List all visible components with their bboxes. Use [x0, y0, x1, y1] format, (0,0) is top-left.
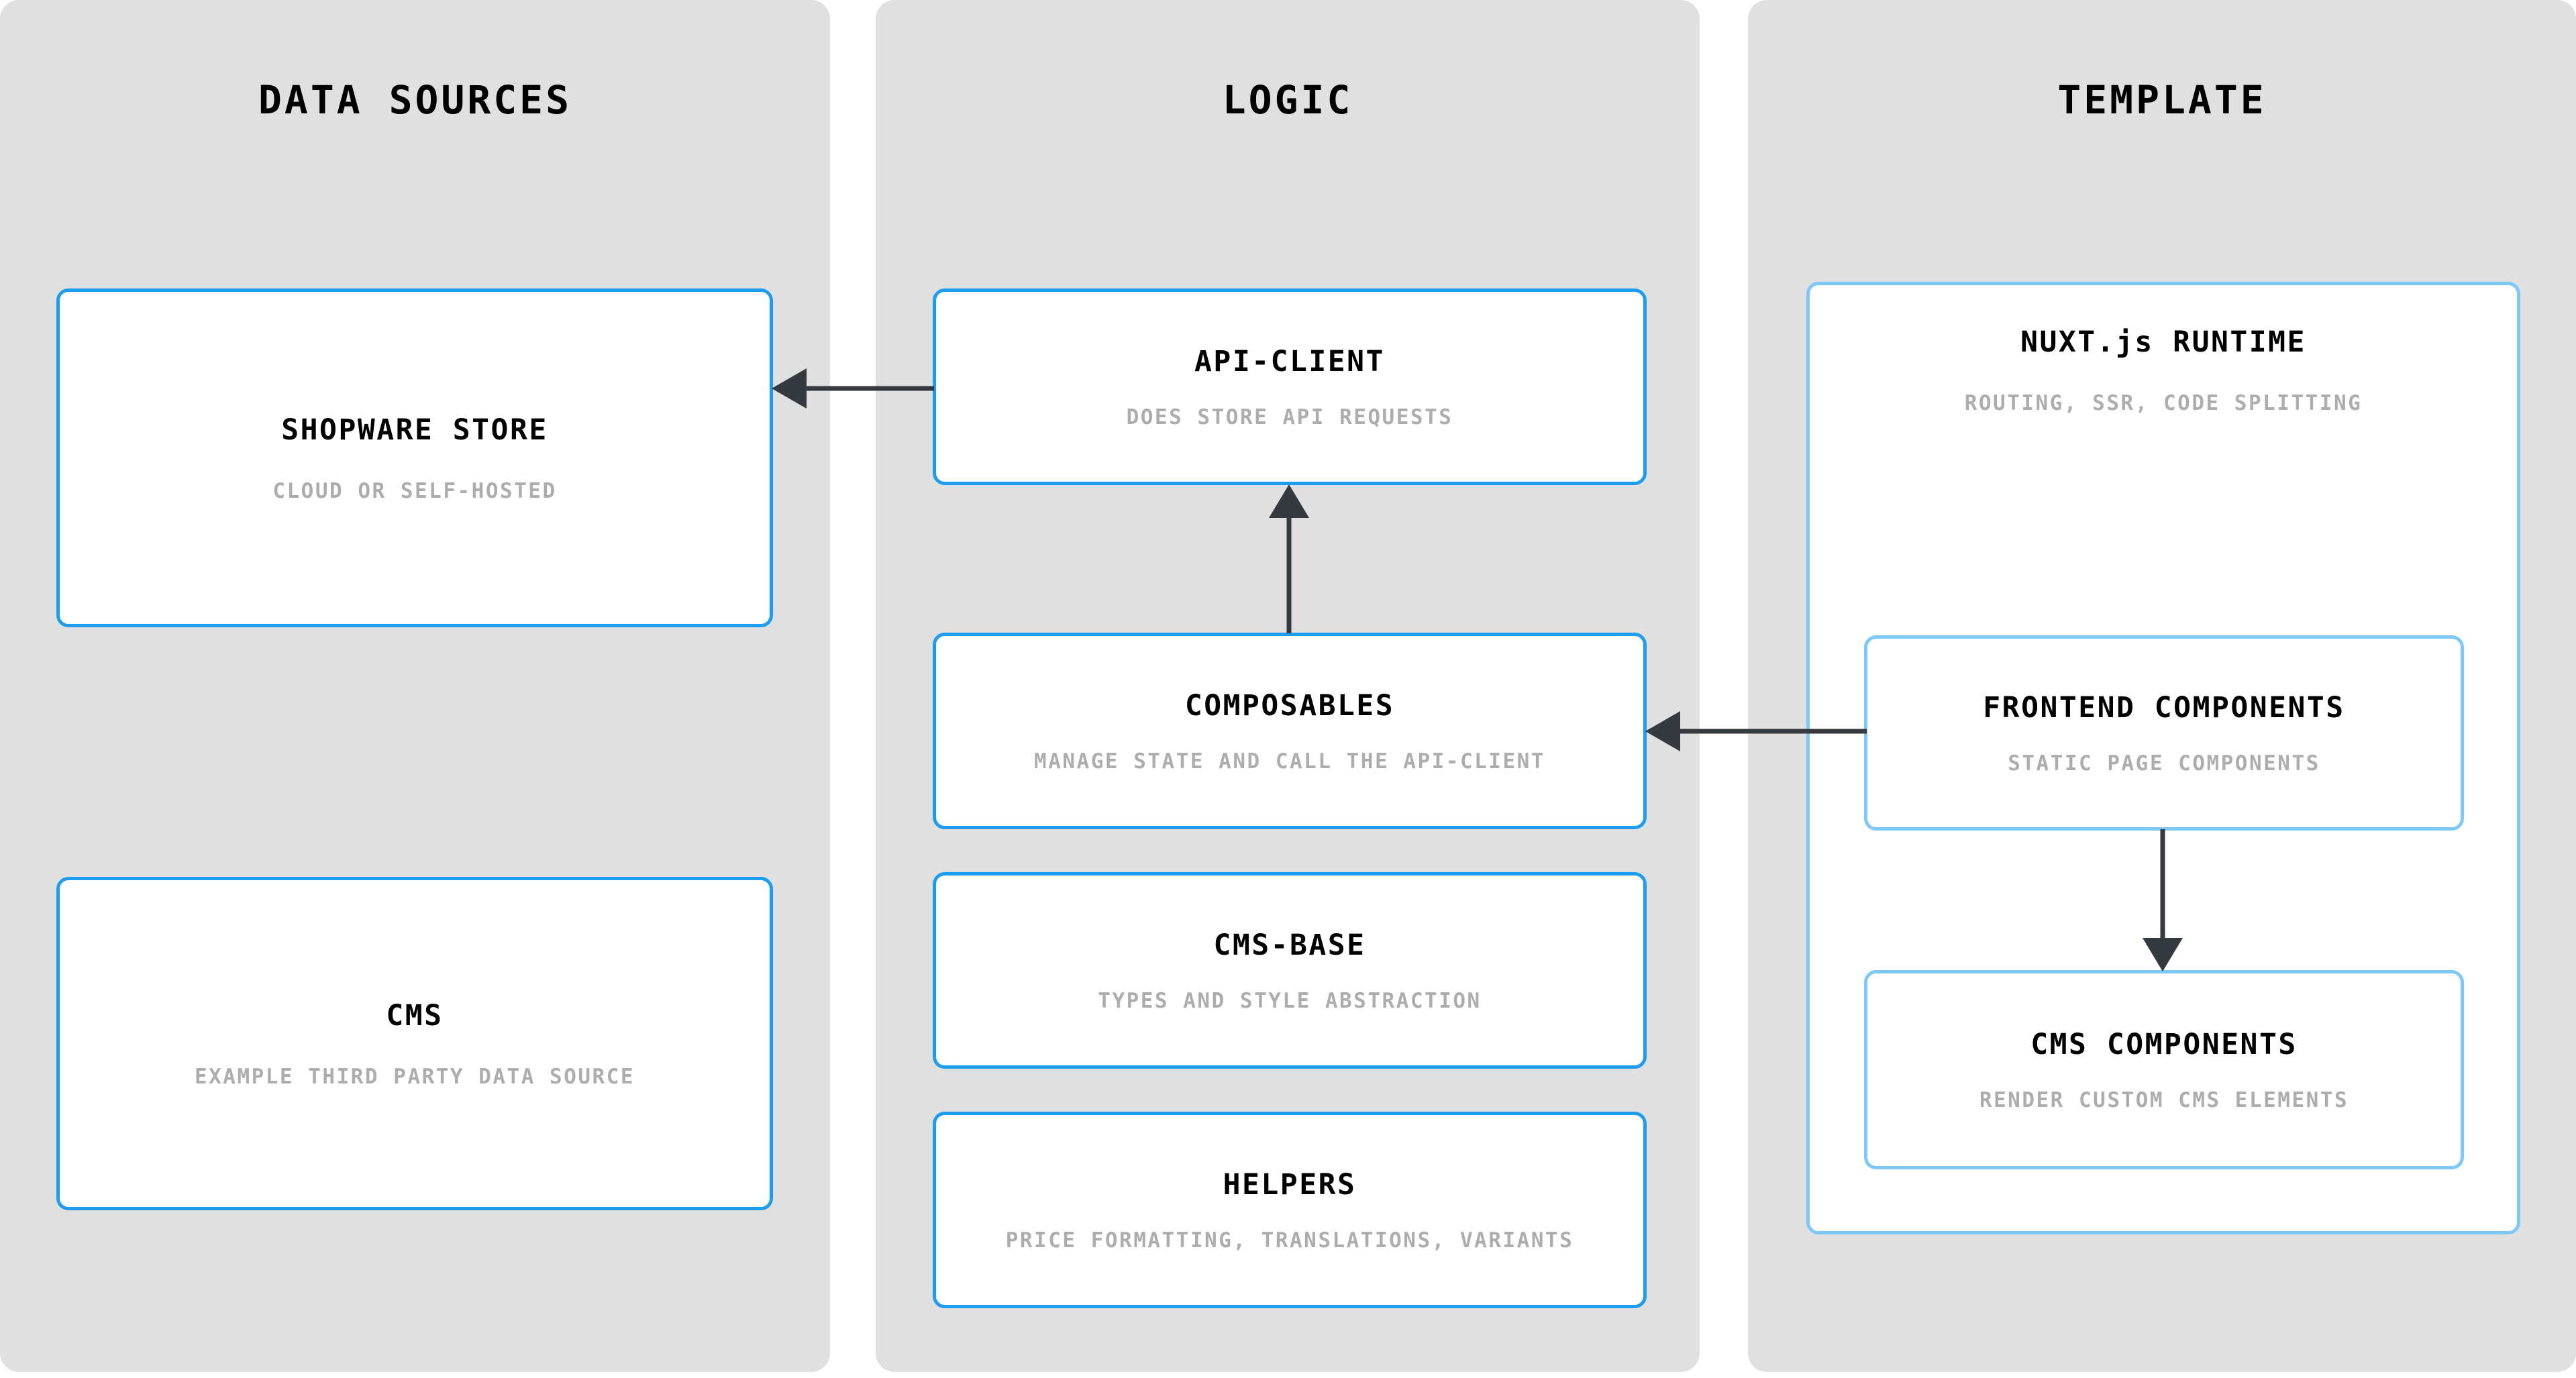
card-subtitle-cms-components: RENDER CUSTOM CMS ELEMENTS [1979, 1088, 2349, 1112]
card-title-cms-base: CMS-BASE [1213, 928, 1366, 962]
card-cms-base[interactable]: CMS-BASE TYPES AND STYLE ABSTRACTION [933, 872, 1647, 1069]
card-title-cms: CMS [386, 998, 444, 1032]
card-subtitle-cms: EXAMPLE THIRD PARTY DATA SOURCE [194, 1064, 635, 1089]
card-title-nuxt-runtime: NUXT.js RUNTIME [2020, 325, 2306, 359]
column-title-data-sources: DATA SOURCES [258, 77, 572, 123]
arrow-frontend-components-to-cms-components [2142, 829, 2183, 971]
card-subtitle-shopware-store: CLOUD OR SELF-HOSTED [272, 478, 557, 503]
card-cms[interactable]: CMS EXAMPLE THIRD PARTY DATA SOURCE [56, 877, 773, 1210]
card-api-client[interactable]: API-CLIENT DOES STORE API REQUESTS [933, 288, 1647, 485]
card-title-cms-components: CMS COMPONENTS [2030, 1027, 2298, 1061]
card-title-helpers: HELPERS [1223, 1167, 1357, 1202]
card-helpers[interactable]: HELPERS PRICE FORMATTING, TRANSLATIONS, … [933, 1112, 1647, 1308]
card-shopware-store[interactable]: SHOPWARE STORE CLOUD OR SELF-HOSTED [56, 288, 773, 627]
card-subtitle-frontend-components: STATIC PAGE COMPONENTS [2008, 751, 2320, 776]
card-subtitle-nuxt-runtime: ROUTING, SSR, CODE SPLITTING [1964, 391, 2363, 415]
card-subtitle-api-client: DOES STORE API REQUESTS [1126, 405, 1453, 429]
column-title-logic: LOGIC [1222, 77, 1353, 123]
card-cms-components[interactable]: CMS COMPONENTS RENDER CUSTOM CMS ELEMENT… [1864, 970, 2464, 1169]
card-title-composables: COMPOSABLES [1184, 688, 1395, 723]
arrow-api-client-to-shopware-store [772, 368, 934, 409]
card-subtitle-cms-base: TYPES AND STYLE ABSTRACTION [1098, 988, 1482, 1013]
card-frontend-components[interactable]: FRONTEND COMPONENTS STATIC PAGE COMPONEN… [1864, 635, 2464, 831]
card-subtitle-helpers: PRICE FORMATTING, TRANSLATIONS, VARIANTS [1005, 1228, 1574, 1253]
arrow-composables-to-api-client [1268, 484, 1310, 633]
card-title-shopware-store: SHOPWARE STORE [281, 413, 548, 447]
column-title-template: TEMPLATE [2057, 77, 2267, 123]
card-subtitle-composables: MANAGE STATE AND CALL THE API-CLIENT [1034, 749, 1545, 774]
arrow-frontend-components-to-composables [1645, 710, 1867, 752]
card-title-frontend-components: FRONTEND COMPONENTS [1983, 690, 2345, 725]
card-title-api-client: API-CLIENT [1194, 344, 1385, 378]
card-composables[interactable]: COMPOSABLES MANAGE STATE AND CALL THE AP… [933, 633, 1647, 829]
